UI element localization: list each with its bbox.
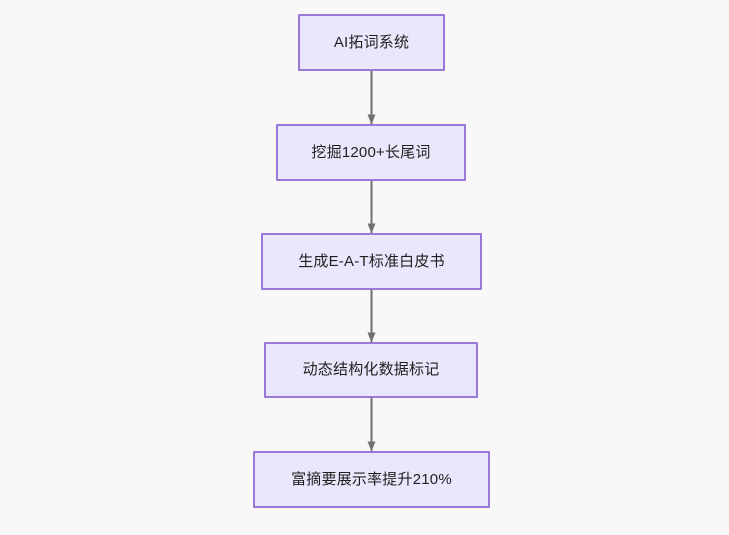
flowchart-node-1[interactable]: AI拓词系统: [298, 14, 445, 71]
flowchart-node-5[interactable]: 富摘要展示率提升210%: [253, 451, 490, 508]
flowchart-node-2-label: 挖掘1200+长尾词: [311, 143, 431, 161]
flowchart-node-4-label: 动态结构化数据标记: [302, 361, 440, 378]
flowchart-node-3[interactable]: 生成E-A-T标准白皮书: [261, 233, 482, 290]
flowchart-node-5-label: 富摘要展示率提升210%: [291, 470, 452, 488]
flowchart-node-1-label: AI拓词系统: [333, 33, 410, 51]
flowchart-node-4[interactable]: 动态结构化数据标记: [264, 342, 478, 398]
flowchart-node-2[interactable]: 挖掘1200+长尾词: [276, 124, 466, 181]
flowchart-node-3-label: 生成E-A-T标准白皮书: [298, 252, 445, 270]
